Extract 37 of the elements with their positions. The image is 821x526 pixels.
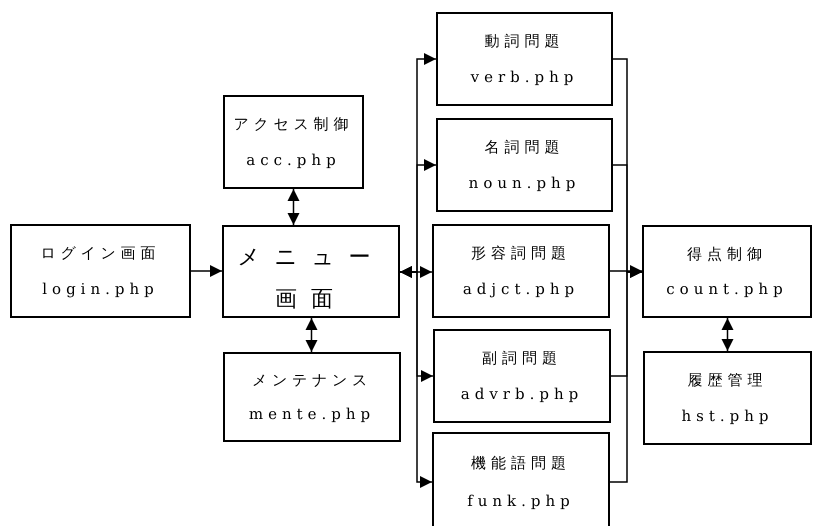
screen-title: 名詞問題 — [484, 138, 564, 158]
screen-box — [432, 224, 610, 318]
screen-title: 得点制御 — [687, 245, 767, 264]
screen-box — [436, 12, 613, 106]
arrow — [306, 318, 318, 352]
screen-title: 形容詞問題 — [471, 244, 571, 264]
screen-title: ログイン画面 — [40, 244, 160, 264]
file-name: count.php — [666, 280, 788, 298]
file-name: noun.php — [468, 174, 580, 192]
screen-box — [432, 432, 610, 526]
arrow — [722, 318, 734, 351]
screen-title: アクセス制御 — [234, 115, 354, 134]
screen-title: 履歴管理 — [688, 371, 768, 390]
file-name: funk.php — [467, 492, 575, 510]
file-name: advrb.php — [460, 384, 584, 403]
file-name: hst.php — [681, 406, 774, 425]
screen-box — [223, 352, 401, 442]
screen-box — [223, 95, 364, 189]
screen-title: メニュー画面 — [236, 244, 386, 314]
arrow — [400, 266, 432, 488]
screen-box — [643, 351, 812, 445]
screen-box — [433, 329, 611, 423]
file-name: acc.php — [246, 150, 341, 169]
screen-title: 副詞問題 — [482, 349, 562, 368]
screen-title: 機能語問題 — [471, 454, 571, 473]
screen-box — [10, 224, 191, 318]
screen-title: 動詞問題 — [484, 32, 564, 52]
file-name: mente.php — [248, 404, 376, 423]
file-name: verb.php — [470, 68, 578, 86]
screen-title: メンテナンス — [252, 371, 372, 390]
arrow — [191, 265, 222, 277]
file-name: adjct.php — [462, 280, 580, 298]
screen-box — [642, 225, 812, 318]
file-name: login.php — [42, 280, 159, 298]
screen-box — [222, 225, 400, 318]
screen-box — [436, 118, 613, 212]
arrow — [288, 189, 300, 225]
